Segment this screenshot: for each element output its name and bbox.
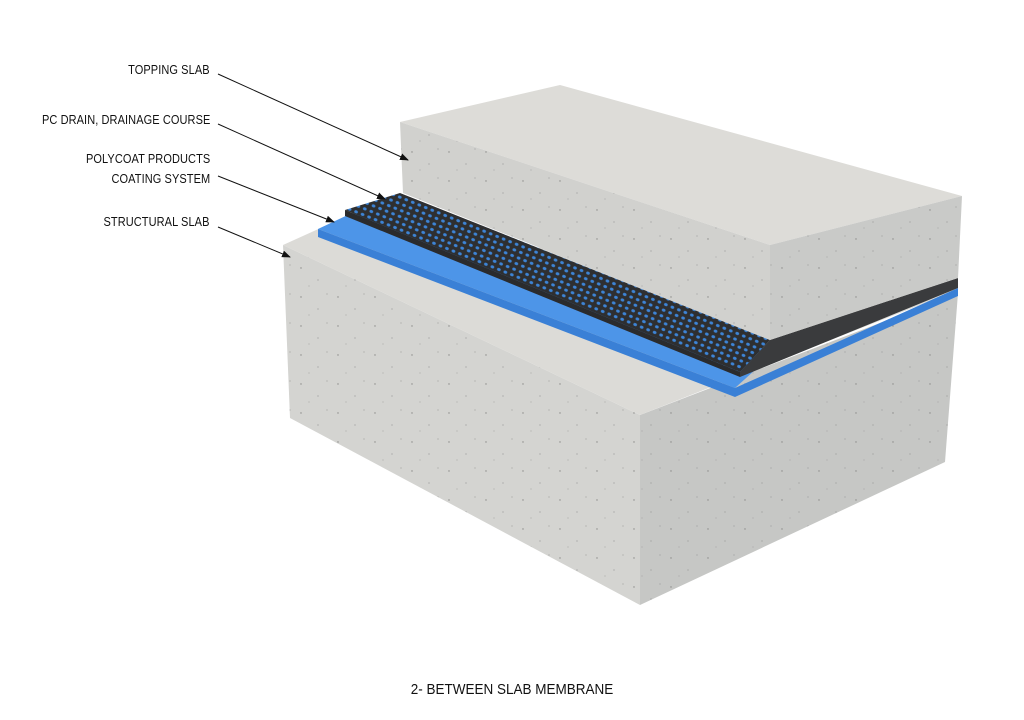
leader-drainage [217, 123, 386, 200]
topping-slab [400, 85, 962, 340]
leader-coating [217, 175, 335, 223]
leader-structural-slab [217, 226, 291, 258]
label-coating-line1: POLYCOAT PRODUCTS [85, 152, 210, 166]
drainage-course [345, 193, 958, 377]
label-topping-slab: TOPPING SLAB [128, 63, 210, 77]
figure-caption: 2- BETWEEN SLAB MEMBRANE [410, 681, 614, 698]
leader-topping-slab [217, 73, 409, 161]
label-structural-slab: STRUCTURAL SLAB [103, 215, 210, 229]
label-drainage-course: PC DRAIN, DRAINAGE COURSE [41, 113, 210, 127]
label-coating-line2: COATING SYSTEM [111, 172, 210, 186]
